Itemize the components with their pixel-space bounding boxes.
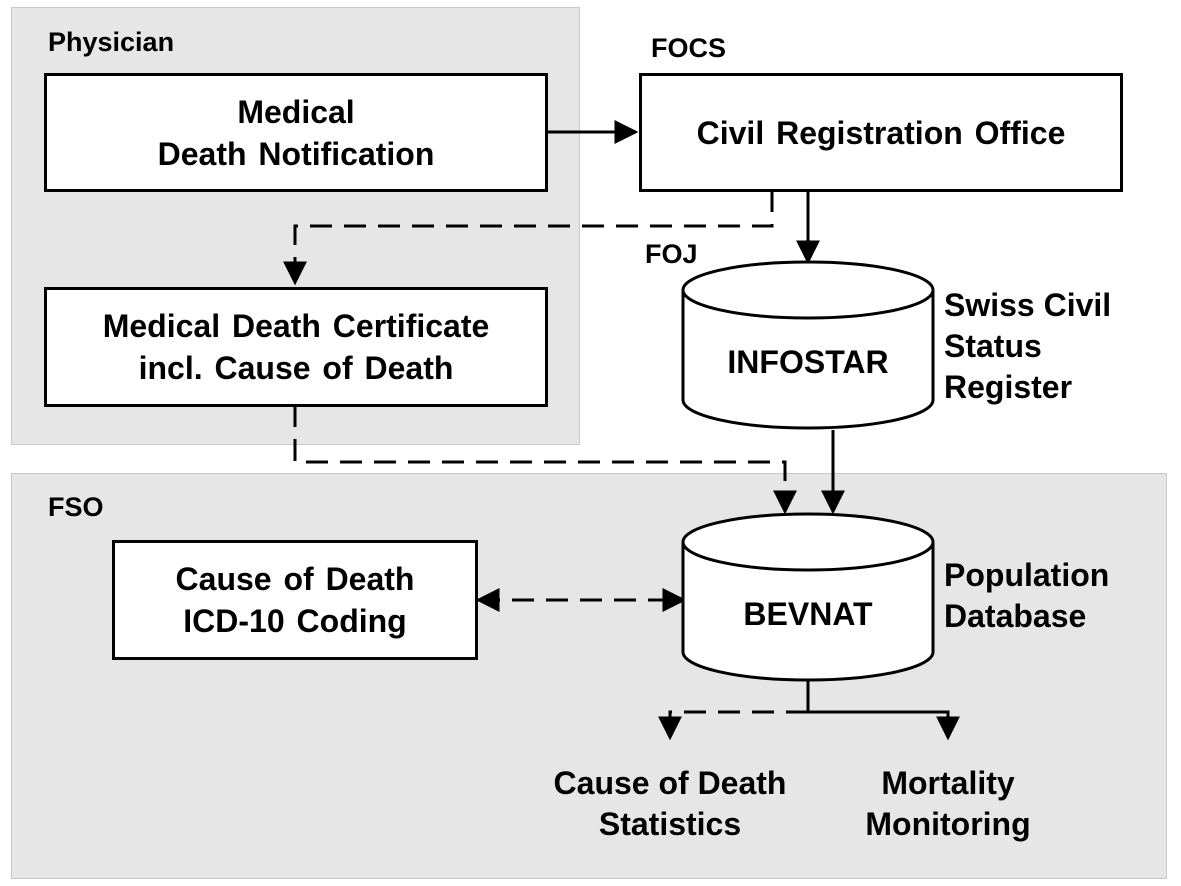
medical-death-notification-text: Medical Death Notification: [157, 93, 435, 172]
focs-label: FOCS: [651, 33, 727, 63]
dashed-bevnat-to-statistics: [658, 710, 808, 741]
civil-registration-office-text: Civil Registration Office: [696, 114, 1066, 151]
infostar-caption: Swiss Civil Status Register: [944, 287, 1112, 405]
infostar-name: INFOSTAR: [727, 344, 889, 380]
medical-death-certificate-box: Medical Death Certificate incl. Cause of…: [44, 287, 548, 407]
icd10-coding-text: Cause of Death ICD-10 Coding: [175, 561, 415, 639]
dashed-civil-registration-to-certificate: [283, 190, 774, 286]
arrow-bevnat-to-monitoring: [808, 710, 960, 741]
icd10-coding-box: Cause of Death ICD-10 Coding: [112, 540, 478, 660]
physician-label: Physician: [48, 27, 175, 57]
cause-of-death-statistics-label: Cause of Death Statistics: [553, 765, 787, 842]
foj-label: FOJ: [645, 239, 698, 269]
bevnat-database-icon: [681, 512, 935, 682]
dashed-certificate-to-bevnat: [293, 405, 797, 515]
infostar-database-icon: [681, 260, 935, 430]
bevnat-caption: Population Database: [944, 557, 1110, 634]
bevnat-name: BEVNAT: [743, 596, 873, 632]
fso-label: FSO: [48, 492, 104, 522]
civil-registration-office-box: Civil Registration Office: [639, 73, 1123, 192]
mortality-monitoring-label: Mortality Monitoring: [865, 765, 1031, 842]
medical-death-notification-box: Medical Death Notification: [44, 73, 548, 192]
medical-death-certificate-text: Medical Death Certificate incl. Cause of…: [102, 308, 490, 386]
